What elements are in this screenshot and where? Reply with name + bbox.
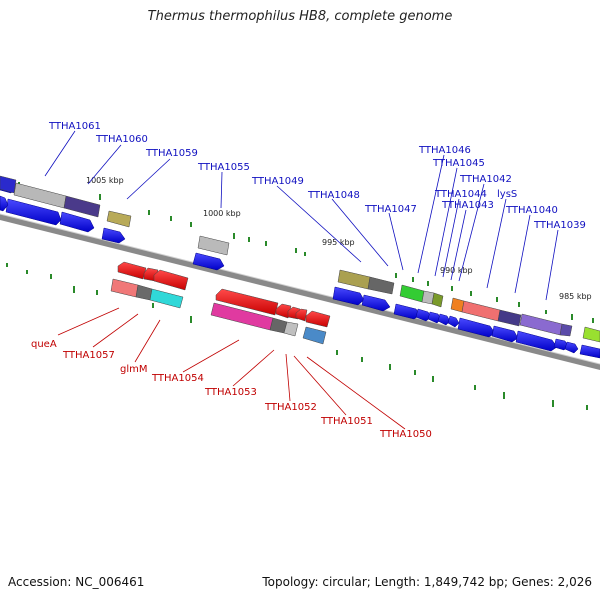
gene-label: TTHA1050 bbox=[379, 429, 432, 440]
upper-ticks bbox=[18, 182, 594, 323]
top-leaders bbox=[44, 130, 559, 301]
gene-label: glmM bbox=[120, 364, 148, 375]
gene-label: TTHA1060 bbox=[95, 134, 148, 145]
scale-label: 990 kbp bbox=[440, 266, 473, 275]
gene-label: TTHA1059 bbox=[145, 148, 198, 159]
accession-text: Accession: NC_006461 bbox=[8, 575, 145, 589]
gene-label: TTHA1045 bbox=[432, 158, 485, 169]
gene-label: TTHA1043 bbox=[441, 200, 494, 211]
topology-text: Topology: circular; Length: 1,849,742 bp… bbox=[262, 575, 592, 589]
forward-genes-inner bbox=[0, 195, 9, 212]
gene-label: TTHA1053 bbox=[204, 387, 257, 398]
scale-label: 995 kbp bbox=[322, 238, 355, 247]
reverse-genes bbox=[110, 261, 331, 345]
bottom-labels: queA TTHA1057 glmM TTHA1054 TTHA1053 TTH… bbox=[31, 339, 432, 440]
gene-label: queA bbox=[31, 339, 57, 350]
gene-label: TTHA1061 bbox=[48, 121, 101, 132]
forward-genes-outer bbox=[0, 177, 600, 359]
top-labels: TTHA1061 TTHA1060 TTHA1059 TTHA1055 TTHA… bbox=[48, 121, 586, 231]
gene-label: TTHA1057 bbox=[62, 350, 115, 361]
gene-label: TTHA1044 bbox=[434, 189, 487, 200]
gene-label: TTHA1040 bbox=[505, 205, 558, 216]
bottom-leaders bbox=[57, 307, 406, 430]
scale-label: 985 kbp bbox=[559, 292, 592, 301]
gene-label: TTHA1047 bbox=[364, 204, 417, 215]
genome-title: Thermus thermophilus HB8, complete genom… bbox=[147, 9, 453, 24]
gene-label: TTHA1055 bbox=[197, 162, 250, 173]
scale-label: 1000 kbp bbox=[203, 209, 241, 218]
forward-genes-colored bbox=[0, 175, 600, 343]
gene-label: TTHA1054 bbox=[151, 373, 204, 384]
gene-label: TTHA1052 bbox=[264, 402, 317, 413]
gene-label: TTHA1039 bbox=[533, 220, 586, 231]
gene-label: TTHA1051 bbox=[320, 416, 373, 427]
lower-ticks bbox=[6, 263, 588, 410]
scale-labels: 1005 kbp 1000 kbp 995 kbp 990 kbp 985 kb… bbox=[86, 176, 592, 301]
gene-label: lysS bbox=[497, 189, 517, 200]
gene-label: TTHA1042 bbox=[459, 174, 512, 185]
gene-label: TTHA1049 bbox=[251, 176, 304, 187]
gene-label: TTHA1046 bbox=[418, 145, 471, 156]
backbone bbox=[0, 213, 600, 370]
scale-label: 1005 kbp bbox=[86, 176, 124, 185]
gene-label: TTHA1048 bbox=[307, 190, 360, 201]
